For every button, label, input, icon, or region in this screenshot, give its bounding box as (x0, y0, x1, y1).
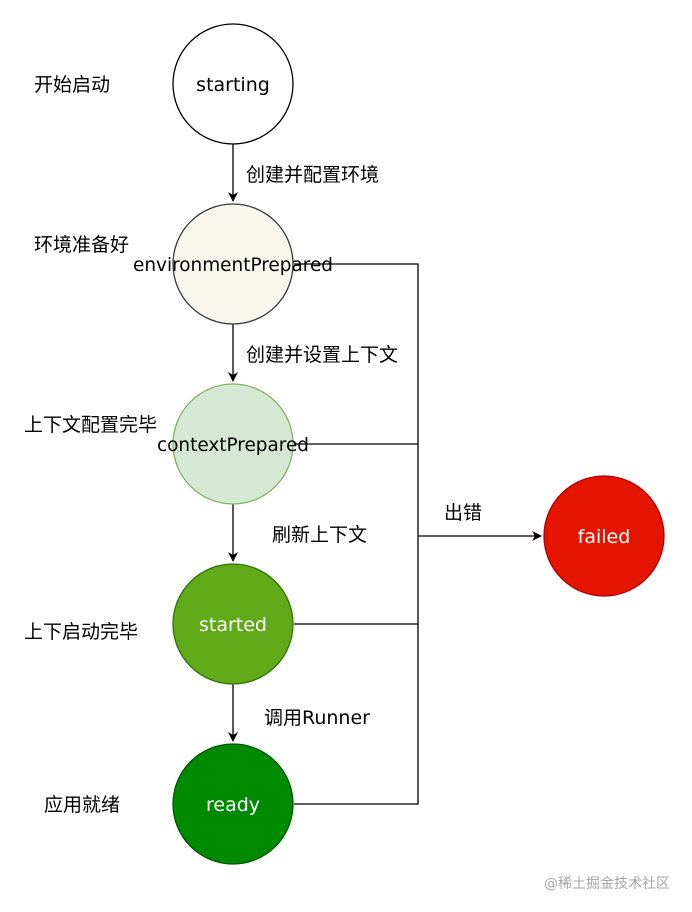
state-environmentPrepared-circle (172, 203, 294, 325)
state-environmentPrepared-label: environmentPrepared (133, 254, 333, 276)
state-ready-label: ready (206, 794, 260, 816)
state-contextPrepared-circle (172, 383, 294, 505)
state-started-circle (172, 563, 294, 685)
side-label-contextPrepared: 上下文配置完毕 (24, 414, 157, 436)
state-contextPrepared-label: contextPrepared (157, 434, 309, 456)
edge-label-create-env: 创建并配置环境 (246, 164, 379, 186)
state-starting-circle (172, 23, 294, 145)
side-label-environmentPrepared: 环境准备好 (34, 234, 129, 256)
edge-label-create-context: 创建并设置上下文 (246, 344, 398, 366)
error-line-environmentPrepared (294, 263, 419, 536)
watermark: @稀土掘金技术社区 (544, 876, 670, 892)
state-started-label: started (199, 614, 267, 636)
edge-label-error: 出错 (444, 502, 482, 524)
state-ready-circle (172, 743, 294, 865)
error-line-started (294, 536, 419, 625)
edge-label-refresh-context: 刷新上下文 (272, 524, 367, 546)
side-label-ready: 应用就绪 (44, 794, 120, 816)
edge-label-call-runner: 调用Runner (264, 707, 370, 729)
side-label-started: 上下启动完毕 (24, 621, 138, 643)
side-label-starting: 开始启动 (34, 74, 110, 96)
state-failed-circle (543, 475, 665, 597)
error-line-ready (294, 624, 419, 805)
state-failed-label: failed (578, 526, 631, 548)
state-starting-label: starting (196, 74, 270, 96)
